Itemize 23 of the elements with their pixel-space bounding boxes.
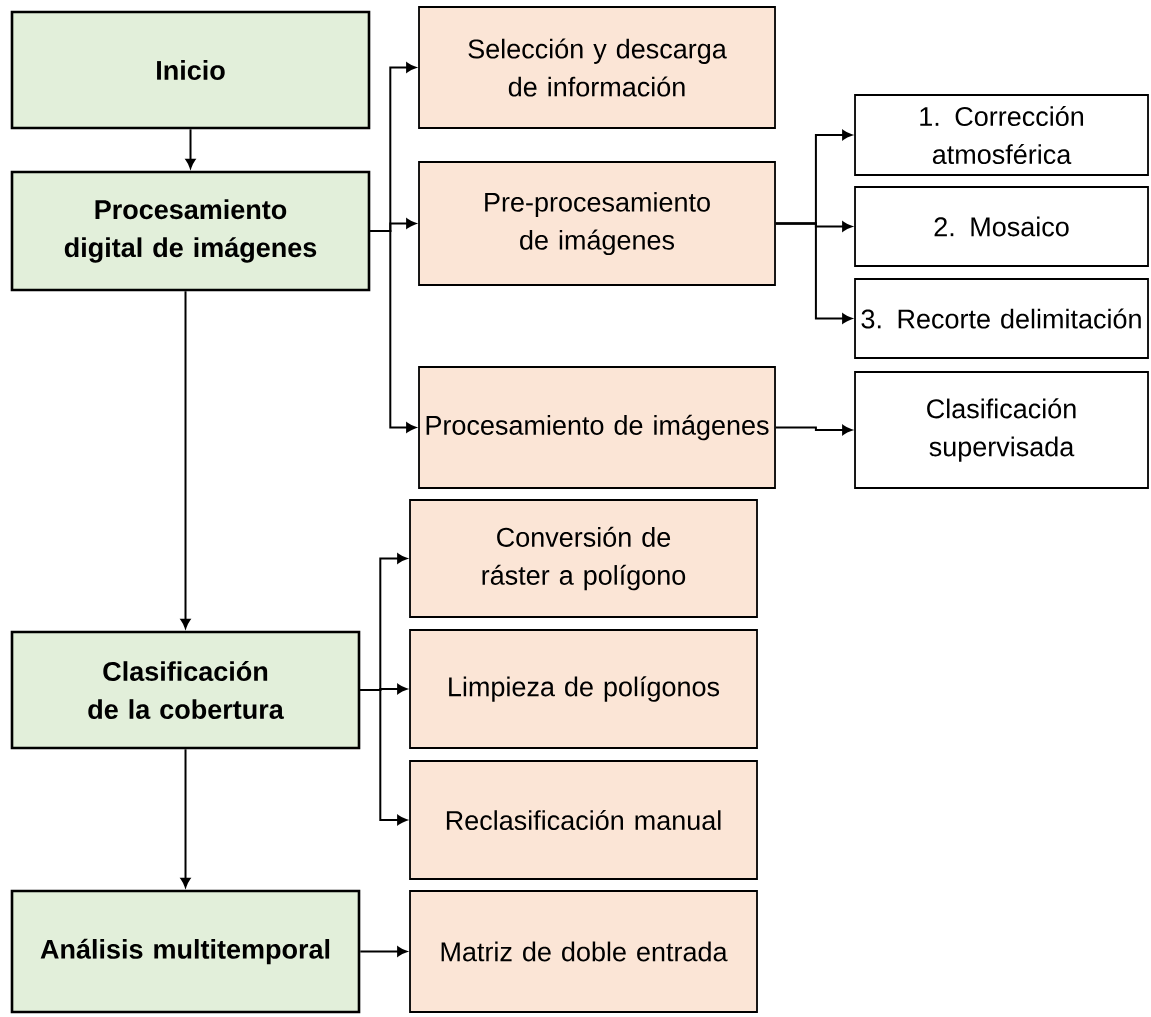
step-box: 3. Recorte delimitación xyxy=(854,278,1149,359)
arrow xyxy=(185,128,196,169)
process-box: Procesamiento digital de imágenes xyxy=(10,170,371,292)
arrow xyxy=(180,748,191,888)
process-box: Conversión de ráster a polígono xyxy=(409,499,758,618)
process-box: Procesamiento de imágenes xyxy=(418,366,776,489)
process-box: Selección y descarga de información xyxy=(418,6,776,129)
arrow xyxy=(359,946,407,957)
process-box: Pre-procesamiento de imágenes xyxy=(418,161,776,286)
arrow xyxy=(774,425,852,435)
arrow xyxy=(359,689,407,825)
arrow xyxy=(369,230,416,433)
arrow xyxy=(180,290,191,629)
arrow xyxy=(774,222,852,324)
process-box: Reclasificación manual xyxy=(409,760,758,880)
process-box: Limpieza de polígonos xyxy=(409,629,758,749)
process-box: Análisis multitemporal xyxy=(10,889,361,1014)
step-box: 2. Mosaico xyxy=(854,186,1149,267)
process-box: Clasificación de la cobertura xyxy=(10,630,361,750)
step-box: 1. Corrección atmosférica xyxy=(854,94,1149,176)
process-box: Inicio xyxy=(10,10,371,130)
step-box: Clasificación supervisada xyxy=(854,371,1149,489)
process-box: Matriz de doble entrada xyxy=(409,890,758,1013)
